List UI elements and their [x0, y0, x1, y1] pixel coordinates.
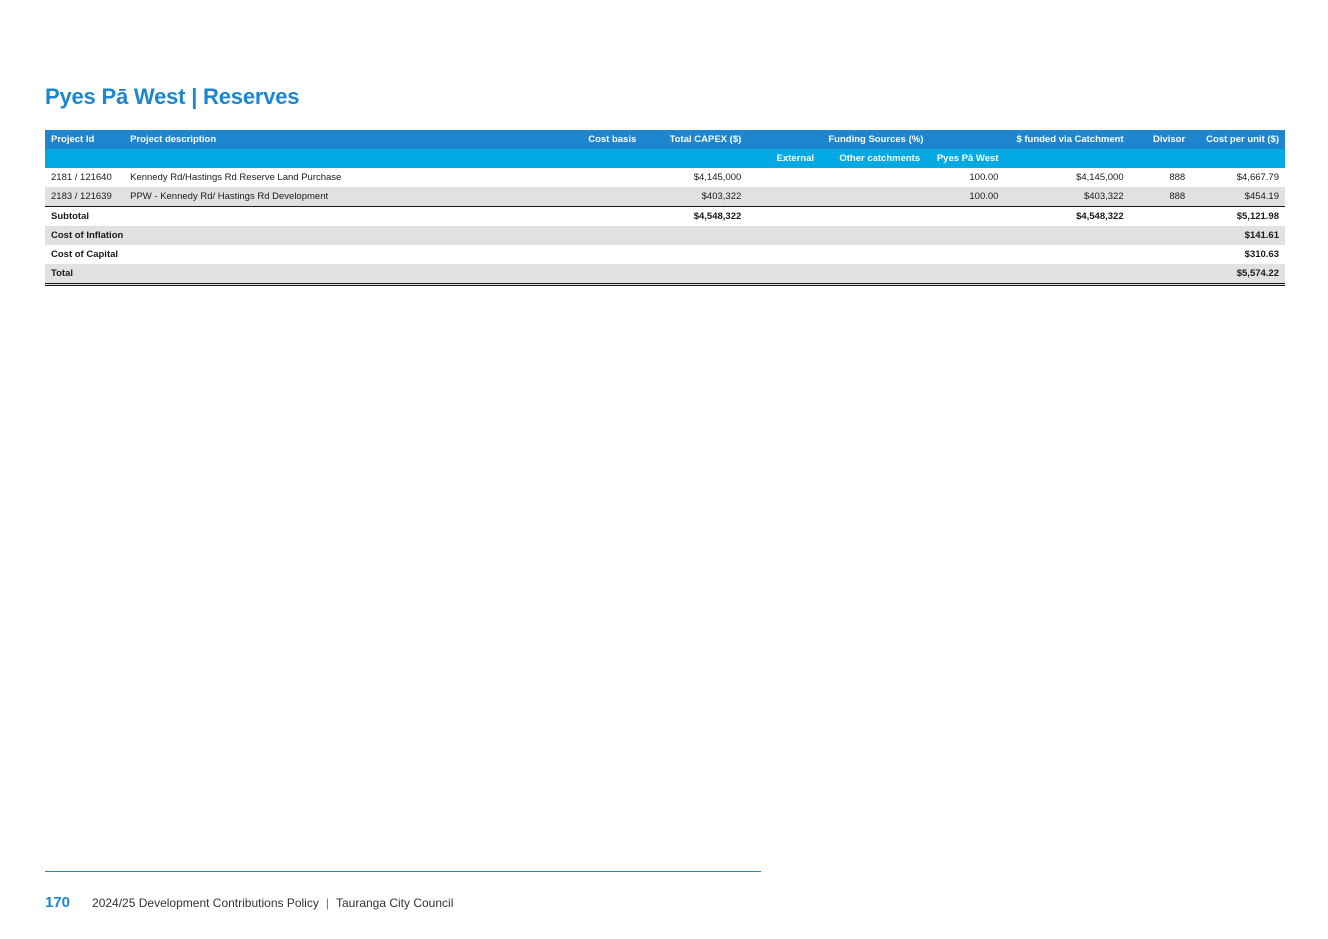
cell-cost-basis: [558, 187, 643, 207]
cell-divisor: 888: [1129, 187, 1192, 207]
header-divisor: Divisor: [1129, 130, 1192, 149]
subheader-empty: [1004, 149, 1130, 168]
cell-total-capex: $403,322: [642, 187, 748, 207]
empty-cell: [747, 206, 820, 226]
empty-cell: [124, 206, 559, 226]
empty-cell: [926, 206, 1005, 226]
cell-project-id: 2183 / 121639: [45, 187, 125, 207]
empty-cell: [1129, 206, 1192, 226]
header-row: Project Id Project description Cost basi…: [45, 130, 1285, 149]
cell-pyes-pa-west: 100.00: [926, 168, 1005, 187]
cell-cost-basis: [558, 168, 643, 187]
cost-of-inflation-row: Cost of Inflation $141.61: [45, 226, 1285, 245]
cell-pyes-pa-west: 100.00: [926, 187, 1005, 207]
subheader-empty: [1129, 149, 1192, 168]
header-funded-via-catchment: $ funded via Catchment: [1004, 130, 1130, 149]
footer-document-title: 2024/25 Development Contributions Policy: [92, 896, 319, 910]
cost-of-capital-label: Cost of Capital: [45, 245, 1192, 264]
cost-of-capital-value: $310.63: [1191, 245, 1285, 264]
cell-funded-via-catchment: $4,145,000: [1004, 168, 1130, 187]
header-project-description: Project description: [124, 130, 559, 149]
cell-other-catchments: [820, 187, 927, 207]
subheader-row: External Other catchments Pyes Pā West: [45, 149, 1285, 168]
cost-of-inflation-label: Cost of Inflation: [45, 226, 1192, 245]
subtotal-row: Subtotal $4,548,322 $4,548,322 $5,121.98: [45, 206, 1285, 226]
header-cost-per-unit: Cost per unit ($): [1191, 130, 1285, 149]
header-project-id: Project Id: [45, 130, 125, 149]
footer-separator: |: [325, 896, 329, 910]
header-funding-sources: Funding Sources (%): [747, 130, 1005, 149]
cell-project-id: 2181 / 121640: [45, 168, 125, 187]
cell-description: PPW - Kennedy Rd/ Hastings Rd Developmen…: [124, 187, 559, 207]
subheader-empty: [45, 149, 125, 168]
subheader-empty: [1191, 149, 1285, 168]
table-row: 2181 / 121640 Kennedy Rd/Hastings Rd Res…: [45, 168, 1285, 187]
subtotal-total-capex: $4,548,322: [642, 206, 748, 226]
subtotal-funded-via-catchment: $4,548,322: [1004, 206, 1130, 226]
empty-cell: [820, 206, 927, 226]
subheader-empty: [124, 149, 559, 168]
header-cost-basis: Cost basis: [558, 130, 643, 149]
table-row: 2183 / 121639 PPW - Kennedy Rd/ Hastings…: [45, 187, 1285, 207]
subtotal-cost-per-unit: $5,121.98: [1191, 206, 1285, 226]
page-footer: 170 2024/25 Development Contributions Po…: [45, 894, 453, 911]
cell-cost-per-unit: $4,667.79: [1191, 168, 1285, 187]
cost-of-capital-row: Cost of Capital $310.63: [45, 245, 1285, 264]
total-row: Total $5,574.22: [45, 264, 1285, 286]
cell-funded-via-catchment: $403,322: [1004, 187, 1130, 207]
cell-cost-per-unit: $454.19: [1191, 187, 1285, 207]
contributions-table: Project Id Project description Cost basi…: [45, 130, 1285, 286]
cell-description: Kennedy Rd/Hastings Rd Reserve Land Purc…: [124, 168, 559, 187]
cell-divisor: 888: [1129, 168, 1192, 187]
empty-cell: [558, 206, 643, 226]
header-total-capex: Total CAPEX ($): [642, 130, 748, 149]
subtotal-label: Subtotal: [45, 206, 125, 226]
subheader-empty: [642, 149, 748, 168]
subheader-pyes-pa-west: Pyes Pā West: [926, 149, 1005, 168]
total-value: $5,574.22: [1191, 264, 1285, 286]
subheader-external: External: [747, 149, 820, 168]
cost-of-inflation-value: $141.61: [1191, 226, 1285, 245]
cell-external: [747, 168, 820, 187]
cell-other-catchments: [820, 168, 927, 187]
cell-external: [747, 187, 820, 207]
footer-divider: [45, 871, 761, 872]
subheader-other-catchments: Other catchments: [820, 149, 927, 168]
page-number: 170: [45, 894, 71, 911]
page-title: Pyes Pā West | Reserves: [45, 84, 300, 109]
subheader-empty: [558, 149, 643, 168]
footer-organisation: Tauranga City Council: [335, 896, 454, 910]
cell-total-capex: $4,145,000: [642, 168, 748, 187]
total-label: Total: [45, 264, 1192, 286]
